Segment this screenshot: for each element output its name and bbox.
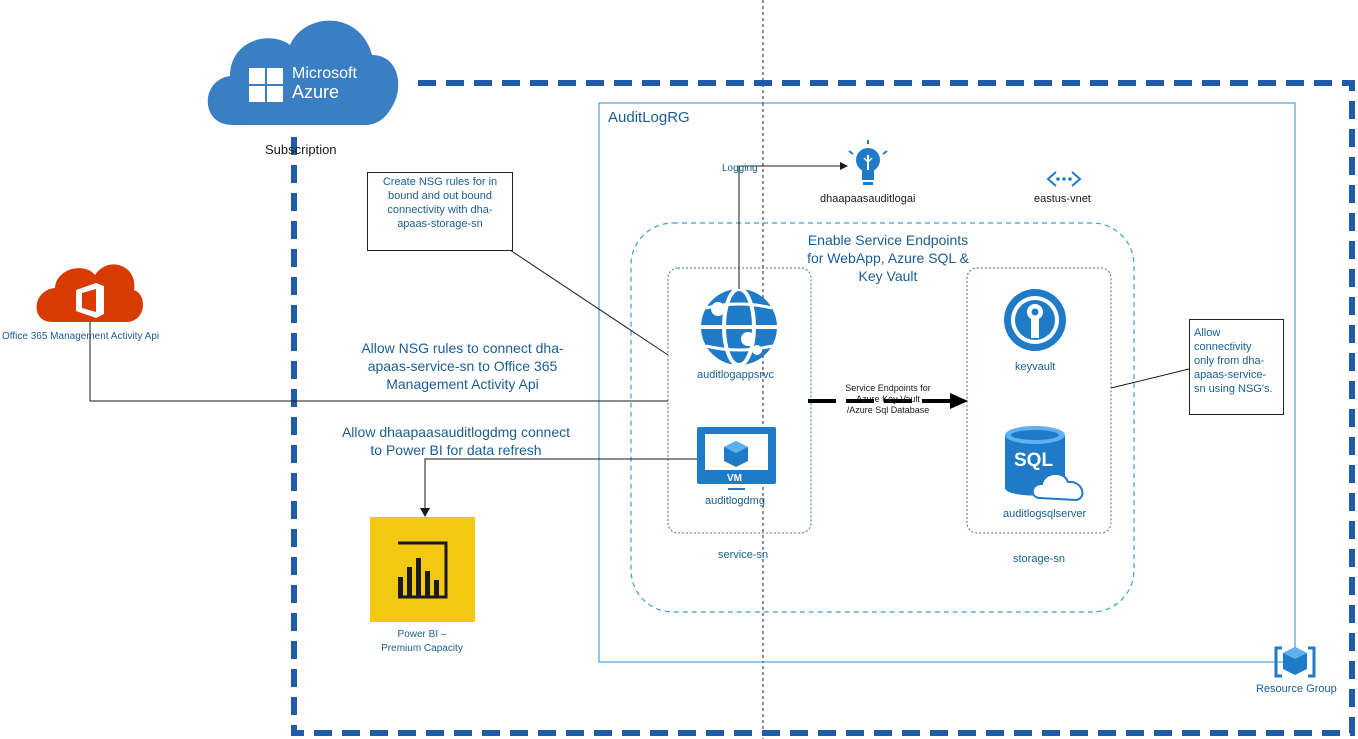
- powerbi-label: Power BI – Premium Capacity: [352, 628, 492, 656]
- appinsights-label: dhaapaasauditlogai: [820, 193, 916, 205]
- text-line: apaas-service-sn to Office 365: [367, 358, 558, 374]
- vnet-boundary: [630, 222, 1135, 613]
- note-line: Create NSG rules for in: [382, 176, 498, 188]
- storage-subnet-label: storage-sn: [1013, 553, 1065, 565]
- resource-group-label: Resource Group: [1256, 683, 1337, 695]
- keyvault-note-connector: [1110, 368, 1190, 389]
- allow-office-text: Allow NSG rules to connect dha- apaas-se…: [330, 339, 595, 393]
- note-line: connectivity: [1194, 341, 1252, 353]
- text-line: to Power BI for data refresh: [370, 442, 542, 458]
- storage-subnet-box: [966, 267, 1112, 534]
- resource-group-title: AuditLogRG: [608, 109, 690, 126]
- text-line: Management Activity Api: [386, 376, 539, 392]
- nsg-note-connector: [509, 249, 669, 356]
- text-line: Enable Service Endpoints: [807, 232, 969, 248]
- logging-connector: [738, 165, 840, 289]
- note-line: connectivity with dha-: [387, 204, 493, 216]
- sql-badge: SQL: [1014, 450, 1054, 471]
- appservice-label: auditlogappsrvc: [697, 369, 775, 381]
- vnet-icon: [1046, 171, 1082, 187]
- azure-logo-line2: Azure: [292, 82, 340, 102]
- text-line: Key Vault: [858, 268, 918, 284]
- keyvault-label: keyvault: [1015, 361, 1056, 373]
- vm-badge: VM: [727, 473, 742, 484]
- note-line: Allow: [1194, 327, 1221, 339]
- text-line: Service Endpoints for: [845, 383, 931, 393]
- note-line: sn using NSG's.: [1194, 383, 1273, 395]
- vm-icon: [697, 427, 776, 490]
- text-line: for WebApp, Azure SQL &: [807, 250, 969, 266]
- service-endpoints-heading: Enable Service Endpoints for WebApp, Azu…: [788, 231, 988, 285]
- appinsights-icon: [848, 140, 888, 185]
- note-line: bound and out bound: [388, 190, 492, 202]
- subscription-label: Subscription: [265, 142, 337, 157]
- text-line: Allow NSG rules to connect dha-: [361, 340, 564, 356]
- vm-label: auditlogdmg: [705, 495, 765, 507]
- office365-connector: [89, 322, 668, 402]
- azure-logo-text: Microsoft Azure: [292, 65, 357, 101]
- text-line: Azure Key Vault: [856, 394, 920, 404]
- powerbi-icon: [370, 517, 475, 622]
- logging-label: Logging: [722, 163, 758, 174]
- azure-logo-line1: Microsoft: [292, 65, 357, 82]
- office365-icon: [36, 264, 144, 322]
- resource-group-box: [598, 102, 1296, 663]
- office365-label: Office 365 Management Activity Api: [2, 331, 160, 342]
- resource-group-icon: [1274, 646, 1316, 678]
- sqlserver-label: auditlogsqlserver: [1003, 508, 1087, 520]
- subscription-boundary: [291, 80, 1355, 736]
- nsg-storage-note: Create NSG rules for in bound and out bo…: [367, 172, 513, 251]
- allow-powerbi-text: Allow dhaapaasauditlogdmg connect to Pow…: [322, 423, 590, 459]
- text-line: Power BI –: [397, 629, 447, 640]
- text-line: Allow dhaapaasauditlogdmg connect: [341, 424, 571, 440]
- sql-server-icon: [1005, 426, 1084, 502]
- note-line: apaas-service-: [1194, 369, 1267, 381]
- note-line: apaas-storage-sn: [397, 218, 483, 230]
- powerbi-connector: [424, 458, 697, 510]
- text-line: Premium Capacity: [381, 643, 463, 654]
- endpoint-arrow-label: Service Endpoints for Azure Key Vault /A…: [828, 383, 948, 416]
- keyvault-access-note: Allow connectivity only from dha- apaas-…: [1189, 319, 1284, 415]
- keyvault-icon: [1004, 289, 1066, 351]
- text-line: /Azure Sql Database: [846, 405, 930, 415]
- service-subnet-label: service-sn: [718, 549, 769, 561]
- appservice-icon: [701, 287, 777, 367]
- note-line: only from dha-: [1194, 355, 1265, 367]
- azure-cloud-icon: [207, 20, 399, 125]
- vnet-label: eastus-vnet: [1034, 193, 1091, 205]
